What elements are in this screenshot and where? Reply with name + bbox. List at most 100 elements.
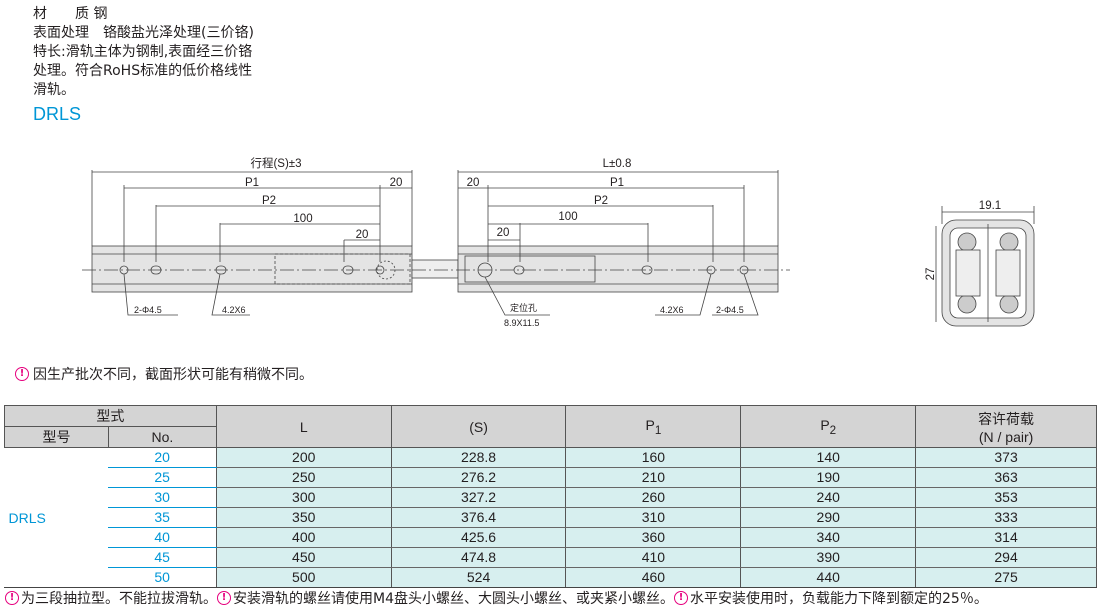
- table-row: 25 250 276.2 210 190 363: [5, 467, 1097, 488]
- no-cell: 50: [108, 567, 217, 588]
- p2-cell: 390: [740, 547, 917, 568]
- no-cell: 25: [108, 467, 217, 488]
- header-P2: P2: [740, 405, 917, 448]
- no-cell: 20: [108, 447, 217, 468]
- hole-left-label: 2-Φ4.5: [134, 305, 162, 315]
- length-label: L±0.8: [603, 158, 632, 170]
- header-S: (S): [390, 405, 567, 448]
- hole-right-label: 2-Φ4.5: [716, 305, 744, 315]
- footer-notes: ! 为三段抽拉型。不能拉拔滑轨。 ! 安装滑轨的螺丝请使用M4盘头小螺丝、大圆头…: [5, 588, 988, 608]
- l-cell: 400: [215, 527, 392, 548]
- load-cell: 373: [915, 447, 1097, 468]
- spec-table: 型式 L (S) P1 P2 容许荷载(N / pair) 型号 No. DRL…: [4, 405, 1097, 588]
- footer-note-1: 为三段抽拉型。不能拉拔滑轨。: [21, 591, 217, 607]
- p1-left-label: P1: [245, 177, 259, 189]
- dim-100-b: 100: [558, 211, 577, 223]
- header-load: 容许荷载(N / pair): [915, 405, 1097, 448]
- load-cell: 333: [915, 507, 1097, 528]
- s-cell: 474.8: [390, 547, 567, 568]
- table-bottom-rule: [4, 587, 1097, 588]
- s-cell: 425.6: [390, 527, 567, 548]
- l-cell: 500: [215, 567, 392, 588]
- batch-note-text: 因生产批次不同，截面形状可能有稍微不同。: [33, 367, 313, 383]
- p1-cell: 310: [565, 507, 742, 528]
- feature-line-2: 处理。符合RoHS标准的低价格线性: [33, 63, 253, 79]
- slot-right-label: 4.2X6: [660, 305, 684, 315]
- p1-cell: 210: [565, 467, 742, 488]
- right-rail: [457, 245, 779, 293]
- stroke-label: 行程(S)±3: [250, 157, 301, 170]
- p1-cell: 460: [565, 567, 742, 588]
- warning-icon: !: [5, 591, 19, 605]
- footer-note-3: 水平安装使用时，负载能力下降到额定的25％。: [690, 591, 988, 607]
- l-cell: 350: [215, 507, 392, 528]
- s-cell: 524: [390, 567, 567, 588]
- warning-icon: !: [15, 367, 29, 381]
- feature-line-1: 特长:滑轨主体为钢制,表面经三价铬: [33, 44, 253, 60]
- l-cell: 300: [215, 487, 392, 508]
- load-cell: 314: [915, 527, 1097, 548]
- feature-line-3: 滑轨。: [33, 82, 75, 98]
- dim-20-b: 20: [467, 177, 480, 189]
- locate-size-label: 8.9X11.5: [504, 318, 539, 328]
- p2-cell: 240: [740, 487, 917, 508]
- section-height: 27: [925, 268, 937, 281]
- no-cell: 30: [108, 487, 217, 508]
- p2-cell: 140: [740, 447, 917, 468]
- batch-note: ! 因生产批次不同，截面形状可能有稍微不同。: [15, 364, 313, 384]
- left-rail: [91, 245, 413, 293]
- slot-left-label: 4.2X6: [222, 305, 246, 315]
- p2-cell: 290: [740, 507, 917, 528]
- load-cell: 275: [915, 567, 1097, 588]
- header-no: No.: [107, 426, 217, 448]
- material-line: 材 质 钢: [33, 6, 108, 22]
- model-cell: DRLS: [8, 509, 46, 526]
- p1-cell: 160: [565, 447, 742, 468]
- table-row: 45 450 474.8 410 390 294: [5, 547, 1097, 568]
- p1-cell: 360: [565, 527, 742, 548]
- table-row: 35 350 376.4 310 290 333: [5, 507, 1097, 528]
- technical-drawing: 行程(S)±3 L±0.8 P1 20 20 P1 P2 P2 100 100 …: [82, 157, 1035, 328]
- section-width: 19.1: [979, 200, 1001, 212]
- table-row: 40 400 425.6 360 340 314: [5, 527, 1097, 548]
- l-cell: 200: [215, 447, 392, 468]
- middle-rail: [411, 259, 459, 279]
- s-cell: 327.2: [390, 487, 567, 508]
- p1-cell: 260: [565, 487, 742, 508]
- no-cell: 45: [108, 547, 217, 568]
- cross-section: [941, 219, 1035, 327]
- table-row: 50 500 524 460 440 275: [5, 567, 1097, 588]
- dim-20-d: 20: [497, 227, 510, 239]
- dim-100-a: 100: [293, 213, 312, 225]
- series-title: DRLS: [33, 104, 82, 124]
- header-P1: P1: [565, 405, 742, 448]
- dim-20-c: 20: [356, 229, 369, 241]
- warning-icon: !: [217, 591, 231, 605]
- locate-hole-label: 定位孔: [510, 302, 537, 313]
- dim-20-a: 20: [390, 177, 403, 189]
- table-row: DRLS 20 200 228.8 160 140 373: [5, 447, 1097, 526]
- p2-cell: 440: [740, 567, 917, 588]
- load-cell: 294: [915, 547, 1097, 568]
- p1-cell: 410: [565, 547, 742, 568]
- header-L: L: [215, 405, 392, 448]
- p2-right-label: P2: [594, 195, 608, 207]
- s-cell: 376.4: [390, 507, 567, 528]
- p1-right-label: P1: [610, 177, 624, 189]
- load-cell: 363: [915, 467, 1097, 488]
- p2-left-label: P2: [262, 195, 276, 207]
- p2-cell: 190: [740, 467, 917, 488]
- warning-icon: !: [674, 591, 688, 605]
- header-type: 型式: [4, 405, 217, 427]
- p2-cell: 340: [740, 527, 917, 548]
- no-cell: 40: [108, 527, 217, 548]
- s-cell: 276.2: [390, 467, 567, 488]
- no-cell: 35: [108, 507, 217, 528]
- table-row: 30 300 327.2 260 240 353: [5, 487, 1097, 508]
- surface-line: 表面处理 铬酸盐光泽处理(三价铬): [33, 25, 254, 41]
- s-cell: 228.8: [390, 447, 567, 468]
- footer-note-2: 安装滑轨的螺丝请使用M4盘头小螺丝、大圆头小螺丝、或夹紧小螺丝。: [233, 591, 674, 607]
- load-cell: 353: [915, 487, 1097, 508]
- l-cell: 450: [215, 547, 392, 568]
- l-cell: 250: [215, 467, 392, 488]
